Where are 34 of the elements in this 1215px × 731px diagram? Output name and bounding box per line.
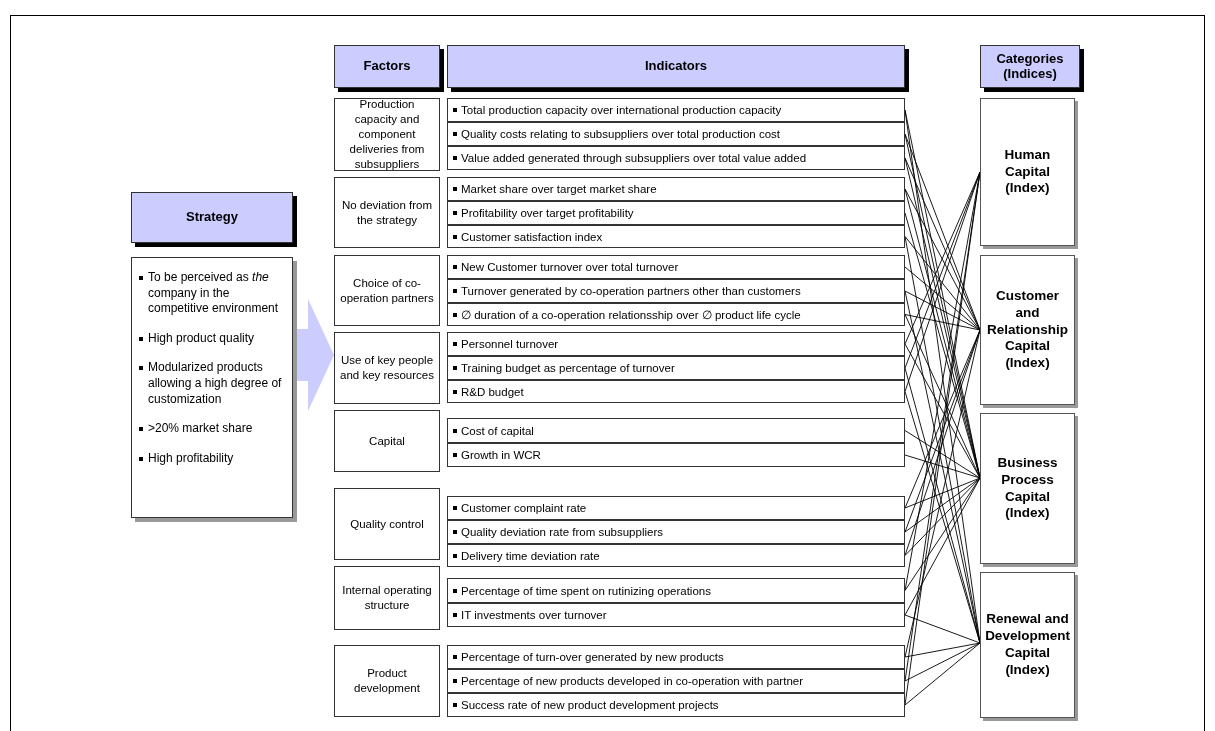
factor-box: Capital (334, 410, 440, 472)
factor-box: Quality control (334, 488, 440, 560)
indicator-box: Training budget as percentage of turnover (447, 356, 905, 380)
indicator-box: Quality costs relating to subsuppliers over total production cost (447, 122, 905, 146)
indicator-box: Total production capacity over international production capacity (447, 98, 905, 122)
indicator-box: Profitability over target profitability (447, 201, 905, 225)
indicator-box: Turnover generated by co-operation partners other than customers (447, 279, 905, 303)
indicator-box: Value added generated through subsuppliers over total value added (447, 146, 905, 170)
factor-box: Production capacity and component deliveries from subsuppliers (334, 98, 440, 171)
indicator-box: Percentage of time spent on rutinizing operations (447, 578, 905, 603)
category-box: Business Process Capital (Index) (980, 413, 1075, 564)
factor-box: No deviation from the strategy (334, 177, 440, 248)
indicator-box: Personnel turnover (447, 332, 905, 356)
indicator-box: Quality deviation rate from subsuppliers (447, 520, 905, 544)
factor-box: Product development (334, 645, 440, 717)
indicator-box: Delivery time deviation rate (447, 544, 905, 567)
factor-box: Choice of co-operation partners (334, 255, 440, 326)
factor-box: Use of key people and key resources (334, 332, 440, 404)
indicator-box: Percentage of new products developed in co-operation with partner (447, 669, 905, 693)
indicator-box: Growth in WCR (447, 443, 905, 467)
category-box: Human Capital (Index) (980, 98, 1075, 246)
indicator-box: Customer satisfaction index (447, 225, 905, 248)
indicator-box: Cost of capital (447, 418, 905, 443)
indicator-box: Customer complaint rate (447, 496, 905, 520)
category-box: Renewal and Development Capital (Index) (980, 572, 1075, 718)
factor-box: Internal operating structure (334, 566, 440, 630)
indicator-box: Market share over target market share (447, 177, 905, 201)
indicator-box: ∅ duration of a co-operation relationsship over ∅ product life cycle (447, 303, 905, 326)
category-box: Customer and Relationship Capital (Index) (980, 255, 1075, 405)
indicator-box: Success rate of new product development projects (447, 693, 905, 717)
indicator-box: Percentage of turn-over generated by new products (447, 645, 905, 669)
indicator-box: R&D budget (447, 380, 905, 403)
indicator-box: IT investments over turnover (447, 603, 905, 627)
indicator-box: New Customer turnover over total turnover (447, 255, 905, 279)
